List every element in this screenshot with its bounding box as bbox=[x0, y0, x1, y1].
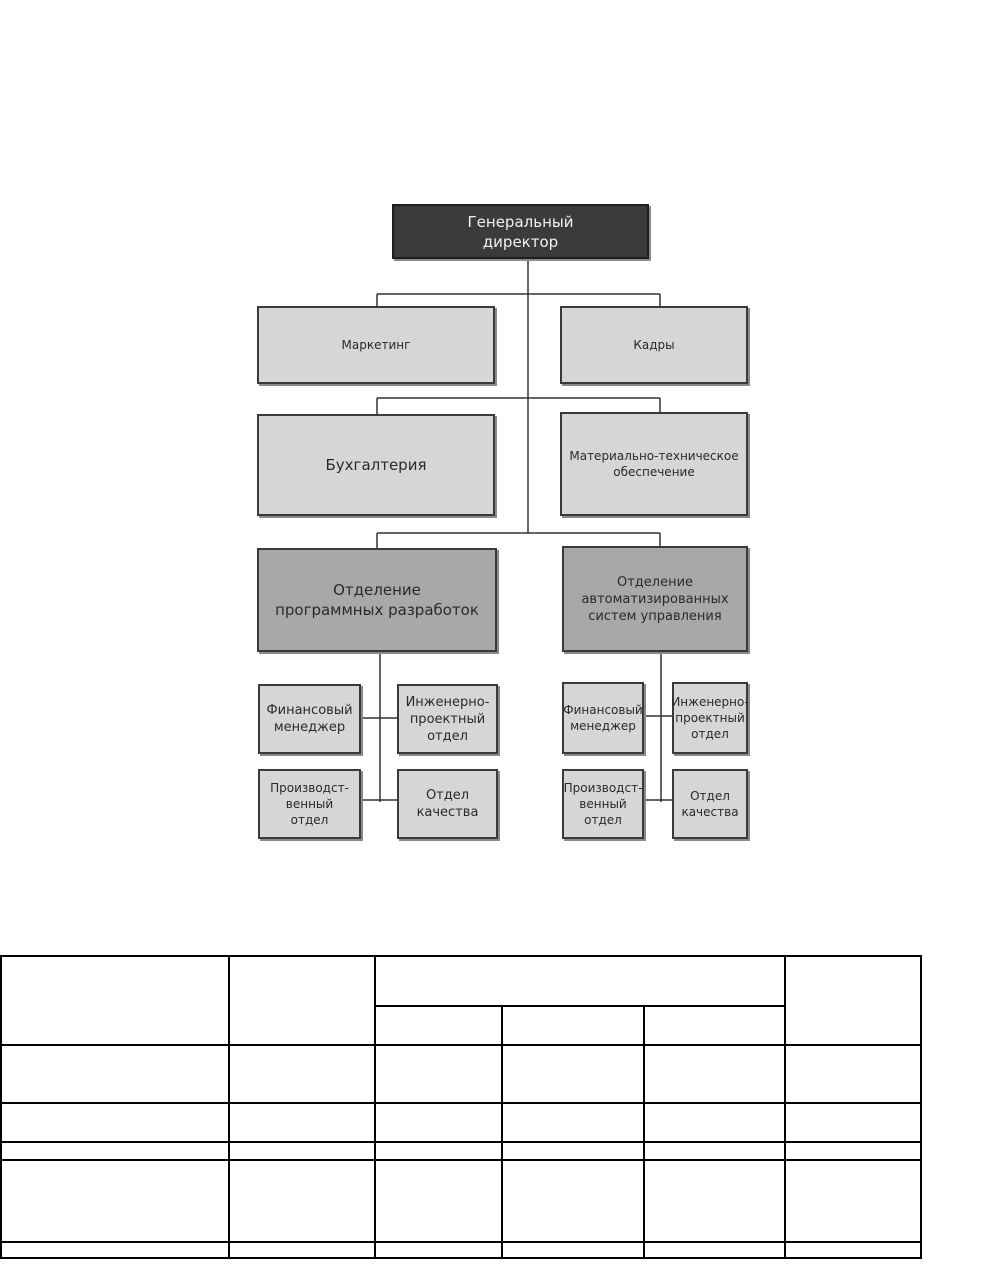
table-cell bbox=[228, 1241, 376, 1259]
division-box-software: Отделение программных разработок bbox=[257, 548, 497, 652]
unit-label-right-quality: Отдел качества bbox=[681, 789, 739, 819]
table-cell bbox=[643, 1102, 786, 1143]
table-cell bbox=[784, 955, 922, 1046]
unit-label-left-production: Производст- венный отдел bbox=[270, 781, 349, 827]
table-cell bbox=[0, 1141, 230, 1161]
root-label: Генеральный директор bbox=[467, 212, 574, 251]
table-cell bbox=[374, 1159, 503, 1243]
table-cell bbox=[784, 1141, 922, 1161]
unit-box-right-engineering: Инженерно- проектный отдел bbox=[671, 682, 749, 754]
dept-box-marketing: Маркетинг bbox=[257, 306, 495, 384]
unit-box-left-production: Производст- венный отдел bbox=[258, 769, 361, 839]
table-cell bbox=[643, 1241, 786, 1259]
table-cell bbox=[374, 1241, 503, 1259]
table-cell bbox=[501, 1159, 645, 1243]
table-cell bbox=[784, 1241, 922, 1259]
table-row bbox=[0, 1241, 922, 1259]
unit-label-left-finance: Финансовый менеджер bbox=[266, 703, 353, 735]
dept-label-hr: Кадры bbox=[633, 338, 675, 352]
table-cell bbox=[501, 1044, 645, 1104]
dept-box-logistics: Материально-техническое обеспечение bbox=[560, 412, 748, 516]
table-header-row bbox=[0, 955, 922, 1046]
table-cell bbox=[643, 1159, 786, 1243]
dept-label-logistics: Материально-техническое обеспечение bbox=[569, 449, 739, 479]
unit-box-left-engineering: Инженерно- проектный отдел bbox=[397, 684, 498, 754]
empty-grid-table bbox=[0, 955, 922, 1259]
table-cell bbox=[228, 1159, 376, 1243]
table-cell bbox=[228, 1044, 376, 1104]
table-cell bbox=[784, 1102, 922, 1143]
table-cell bbox=[0, 1159, 230, 1243]
table-row bbox=[0, 1141, 922, 1161]
division-label-acs: Отделение автоматизированных систем упра… bbox=[581, 574, 729, 624]
dept-box-accounting: Бухгалтерия bbox=[257, 414, 495, 516]
table-cell bbox=[0, 1102, 230, 1143]
dept-label-accounting: Бухгалтерия bbox=[325, 456, 427, 474]
unit-box-right-quality: Отдел качества bbox=[672, 769, 748, 839]
unit-box-left-finance: Финансовый менеджер bbox=[258, 684, 361, 754]
unit-label-left-quality: Отдел качества bbox=[416, 788, 479, 820]
unit-label-right-finance: Финансовый менеджер bbox=[563, 703, 643, 733]
unit-box-left-quality: Отдел качества bbox=[397, 769, 498, 839]
unit-label-right-engineering: Инженерно- проектный отдел bbox=[671, 695, 749, 741]
empty-table-container bbox=[0, 955, 922, 1259]
table-cell bbox=[228, 1102, 376, 1143]
table-row bbox=[0, 1044, 922, 1104]
table-header-row bbox=[1, 1005, 921, 1046]
table-cell bbox=[501, 1102, 645, 1143]
table-cell bbox=[784, 1044, 922, 1104]
division-box-acs: Отделение автоматизированных систем упра… bbox=[562, 546, 748, 652]
table-cell bbox=[374, 955, 786, 1007]
table-cell bbox=[0, 955, 230, 1046]
unit-label-right-production: Производст- венный отдел bbox=[563, 781, 643, 827]
unit-box-right-finance: Финансовый менеджер bbox=[562, 682, 644, 754]
table-row bbox=[0, 1102, 922, 1143]
unit-label-left-engineering: Инженерно- проектный отдел bbox=[405, 694, 490, 744]
table-cell bbox=[374, 1044, 503, 1104]
table-cell bbox=[784, 1159, 922, 1243]
unit-box-right-production: Производст- венный отдел bbox=[562, 769, 644, 839]
table-cell bbox=[374, 1005, 503, 1046]
dept-box-hr: Кадры bbox=[560, 306, 748, 384]
table-row bbox=[0, 1159, 922, 1243]
table-cell bbox=[643, 1005, 786, 1046]
table-cell bbox=[643, 1141, 786, 1161]
root-box-general-director: Генеральный директор bbox=[392, 204, 649, 259]
table-cell bbox=[374, 1141, 503, 1161]
table-cell bbox=[374, 1102, 503, 1143]
table-cell bbox=[228, 955, 376, 1046]
table-cell bbox=[643, 1044, 786, 1104]
table-cell bbox=[228, 1141, 376, 1161]
table-cell bbox=[501, 1241, 645, 1259]
division-label-software: Отделение программных разработок bbox=[275, 581, 479, 619]
table-cell bbox=[0, 1044, 230, 1104]
table-cell bbox=[501, 1141, 645, 1161]
dept-label-marketing: Маркетинг bbox=[341, 338, 411, 352]
table-cell bbox=[0, 1241, 230, 1259]
table-cell bbox=[501, 1005, 645, 1046]
org-chart-connectors bbox=[361, 258, 672, 802]
